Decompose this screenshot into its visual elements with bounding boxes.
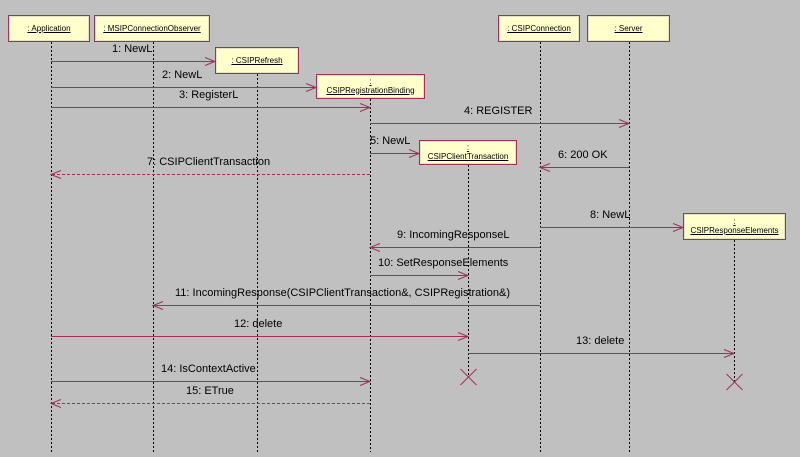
object-prefix: : xyxy=(733,216,736,226)
object-trans[interactable]: :CSIPClientTransaction xyxy=(419,140,517,165)
object-name: : MSIPConnectionObserver xyxy=(103,23,201,33)
message-label-5: 5: NewL xyxy=(370,135,411,147)
message-label-1: 1: NewL xyxy=(112,43,153,55)
message-label-15: 15: ETrue xyxy=(186,385,234,397)
object-binding[interactable]: :CSIPRegistrationBinding xyxy=(316,74,425,99)
object-refresh[interactable]: : CSIPRefresh xyxy=(215,47,299,74)
object-name: CSIPRegistrationBinding xyxy=(326,85,415,95)
object-name: : CSIPRefresh xyxy=(231,55,283,65)
object-name: : Application xyxy=(27,23,71,33)
message-label-6: 6: 200 OK xyxy=(558,149,608,161)
arrowhead-13 xyxy=(723,349,736,358)
object-app[interactable]: : Application xyxy=(8,15,90,42)
object-prefix: : xyxy=(369,76,372,86)
message-label-2: 2: NewL xyxy=(162,69,203,81)
message-label-13: 13: delete xyxy=(576,335,625,347)
object-prefix: : xyxy=(466,142,470,152)
arrowhead-14 xyxy=(359,377,372,386)
arrowhead-10 xyxy=(457,271,470,280)
arrowhead-7 xyxy=(49,170,62,179)
object-name: : Server xyxy=(614,23,643,33)
message-label-14: 14: IsContextActive xyxy=(161,363,256,375)
object-name: CSIPResponseElements xyxy=(690,225,779,235)
arrowhead-6 xyxy=(538,163,551,172)
message-label-11: 11: IncomingResponse(CSIPClientTransacti… xyxy=(175,287,511,299)
message-label-10: 10: SetResponseElements xyxy=(378,257,509,269)
message-label-4: 4: REGISTER xyxy=(464,105,533,117)
message-label-7: 7: CSIPClientTransaction xyxy=(147,156,271,168)
message-label-3: 3: RegisterL xyxy=(179,89,239,101)
object-conn[interactable]: : CSIPConnection xyxy=(498,15,580,42)
arrowhead-15 xyxy=(49,399,62,408)
destroy-marker-trans xyxy=(460,368,477,386)
arrowhead-11 xyxy=(151,301,164,310)
message-label-9: 9: IncomingResponseL xyxy=(397,229,510,241)
object-name: CSIPClientTransaction xyxy=(427,151,509,161)
object-server[interactable]: : Server xyxy=(587,15,670,42)
object-obs[interactable]: : MSIPConnectionObserver xyxy=(94,15,210,42)
arrowhead-4 xyxy=(618,119,631,128)
destroy-marker-resp xyxy=(726,373,743,391)
message-label-8: 8: NewL xyxy=(590,209,631,221)
message-label-12: 12: delete xyxy=(234,318,283,330)
arrowhead-3 xyxy=(359,103,372,112)
arrowhead-12 xyxy=(457,332,470,341)
arrowhead-9 xyxy=(368,243,381,252)
object-name: : CSIPConnection xyxy=(507,23,571,33)
object-resp[interactable]: :CSIPResponseElements xyxy=(683,213,786,240)
